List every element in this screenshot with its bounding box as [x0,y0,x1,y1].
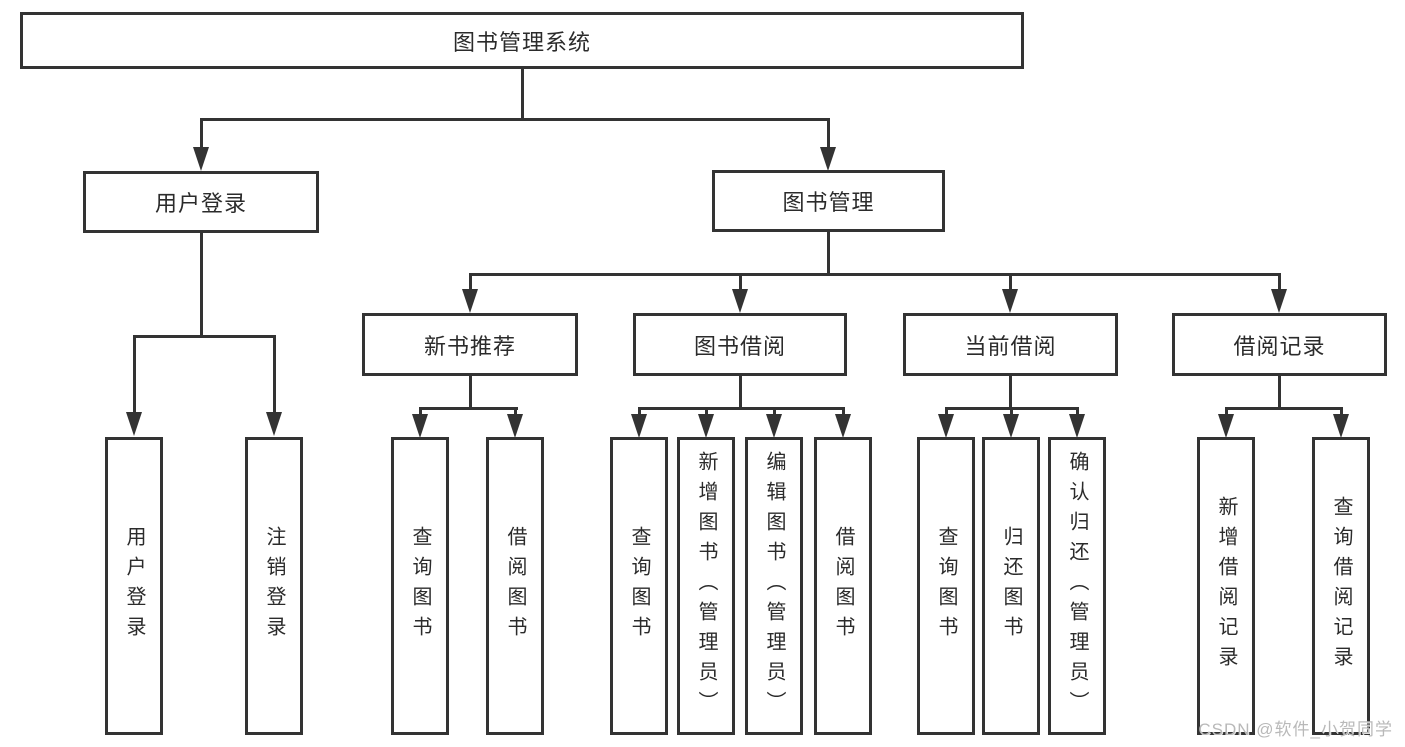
leaf-borrowing-add-book-admin-label: 新增图书（管理员） [695,451,717,721]
leaf-recommend-borrow-books-label: 借阅图书 [504,526,526,646]
connector-line [1010,407,1013,416]
leaf-records-query-borrow-record: 查询借阅记录 [1312,437,1370,735]
node-user-login: 用户登录 [83,171,319,233]
connector-line [469,376,472,407]
node-new-book-recommend: 新书推荐 [362,313,578,376]
leaf-recommend-borrow-books: 借阅图书 [486,437,544,735]
leaf-records-query-borrow-record-label: 查询借阅记录 [1330,496,1352,676]
connector-line [1340,407,1343,416]
leaf-login-user-login: 用户登录 [105,437,163,735]
connector-arrowhead-icon [266,412,282,436]
connector-line [1278,376,1281,407]
node-user-login-label: 用户登录 [154,191,247,216]
connector-arrowhead-icon [1218,414,1234,438]
leaf-borrowing-add-book-admin: 新增图书（管理员） [677,437,735,735]
leaf-current-confirm-return-admin: 确认归还（管理员） [1048,437,1106,735]
leaf-current-query-books-label: 查询图书 [935,526,957,646]
connector-line [273,335,276,413]
node-library-system: 图书管理系统 [20,12,1024,69]
connector-line [200,233,203,335]
node-current-borrowing-label: 当前借阅 [964,333,1057,359]
connector-line [827,232,830,273]
connector-line [638,407,845,410]
leaf-borrowing-edit-book-admin: 编辑图书（管理员） [745,437,803,735]
leaf-current-confirm-return-admin-label: 确认归还（管理员） [1066,451,1088,721]
connector-line [842,407,845,416]
connector-arrowhead-icon [1003,414,1019,438]
connector-arrowhead-icon [1002,289,1018,313]
node-book-management: 图书管理 [712,170,945,232]
leaf-current-return-books-label: 归还图书 [1000,526,1022,646]
connector-line [133,335,276,338]
leaf-current-query-books: 查询图书 [917,437,975,735]
leaf-borrowing-edit-book-admin-label: 编辑图书（管理员） [763,451,785,721]
node-book-borrowing: 图书借阅 [633,313,847,376]
connector-line [133,335,136,413]
connector-line [1225,407,1343,410]
connector-arrowhead-icon [1069,414,1085,438]
leaf-borrowing-borrow-books-label: 借阅图书 [832,526,854,646]
node-borrowing-records: 借阅记录 [1172,313,1387,376]
leaf-borrowing-query-books: 查询图书 [610,437,668,735]
connector-arrowhead-icon [631,414,647,438]
node-new-book-recommend-label: 新书推荐 [423,333,516,359]
leaf-records-add-borrow-record-label: 新增借阅记录 [1215,496,1237,676]
connector-arrowhead-icon [462,289,478,313]
connector-arrowhead-icon [732,289,748,313]
connector-line [419,407,422,416]
connector-line [514,407,517,416]
leaf-records-add-borrow-record: 新增借阅记录 [1197,437,1255,735]
connector-line [773,407,776,416]
connector-line [1009,376,1012,407]
connector-arrowhead-icon [835,414,851,438]
connector-line [945,407,948,416]
connector-line [469,273,1281,276]
connector-arrowhead-icon [820,147,836,171]
connector-line [1009,273,1012,291]
connector-line [638,407,641,416]
leaf-login-logout-label: 注销登录 [263,526,285,646]
connector-line [739,273,742,291]
connector-line [419,407,518,410]
connector-arrowhead-icon [1333,414,1349,438]
connector-line [705,407,708,416]
connector-line [469,273,472,291]
node-book-borrowing-label: 图书借阅 [693,333,786,359]
connector-line [1278,273,1281,291]
connector-line [521,69,524,118]
leaf-recommend-query-books-label: 查询图书 [409,526,431,646]
connector-arrowhead-icon [766,414,782,438]
leaf-recommend-query-books: 查询图书 [391,437,449,735]
leaf-login-user-login-label: 用户登录 [123,526,145,646]
connector-line [1076,407,1079,416]
connector-line [200,118,203,149]
leaf-borrowing-borrow-books: 借阅图书 [814,437,872,735]
connector-line [739,376,742,407]
connector-arrowhead-icon [1271,289,1287,313]
leaf-login-logout: 注销登录 [245,437,303,735]
leaf-current-return-books: 归还图书 [982,437,1040,735]
connector-line [827,118,830,149]
node-borrowing-records-label: 借阅记录 [1233,333,1326,359]
node-book-management-label: 图书管理 [782,190,875,215]
connector-line [200,118,830,121]
connector-arrowhead-icon [412,414,428,438]
csdn-watermark: CSDN @软件_小贺同学 [1198,720,1393,739]
connector-arrowhead-icon [193,147,209,171]
leaf-borrowing-query-books-label: 查询图书 [628,526,650,646]
connector-arrowhead-icon [126,412,142,436]
node-current-borrowing: 当前借阅 [903,313,1118,376]
connector-line [1225,407,1228,416]
connector-arrowhead-icon [698,414,714,438]
node-library-system-label: 图书管理系统 [452,29,591,55]
connector-arrowhead-icon [938,414,954,438]
connector-arrowhead-icon [507,414,523,438]
